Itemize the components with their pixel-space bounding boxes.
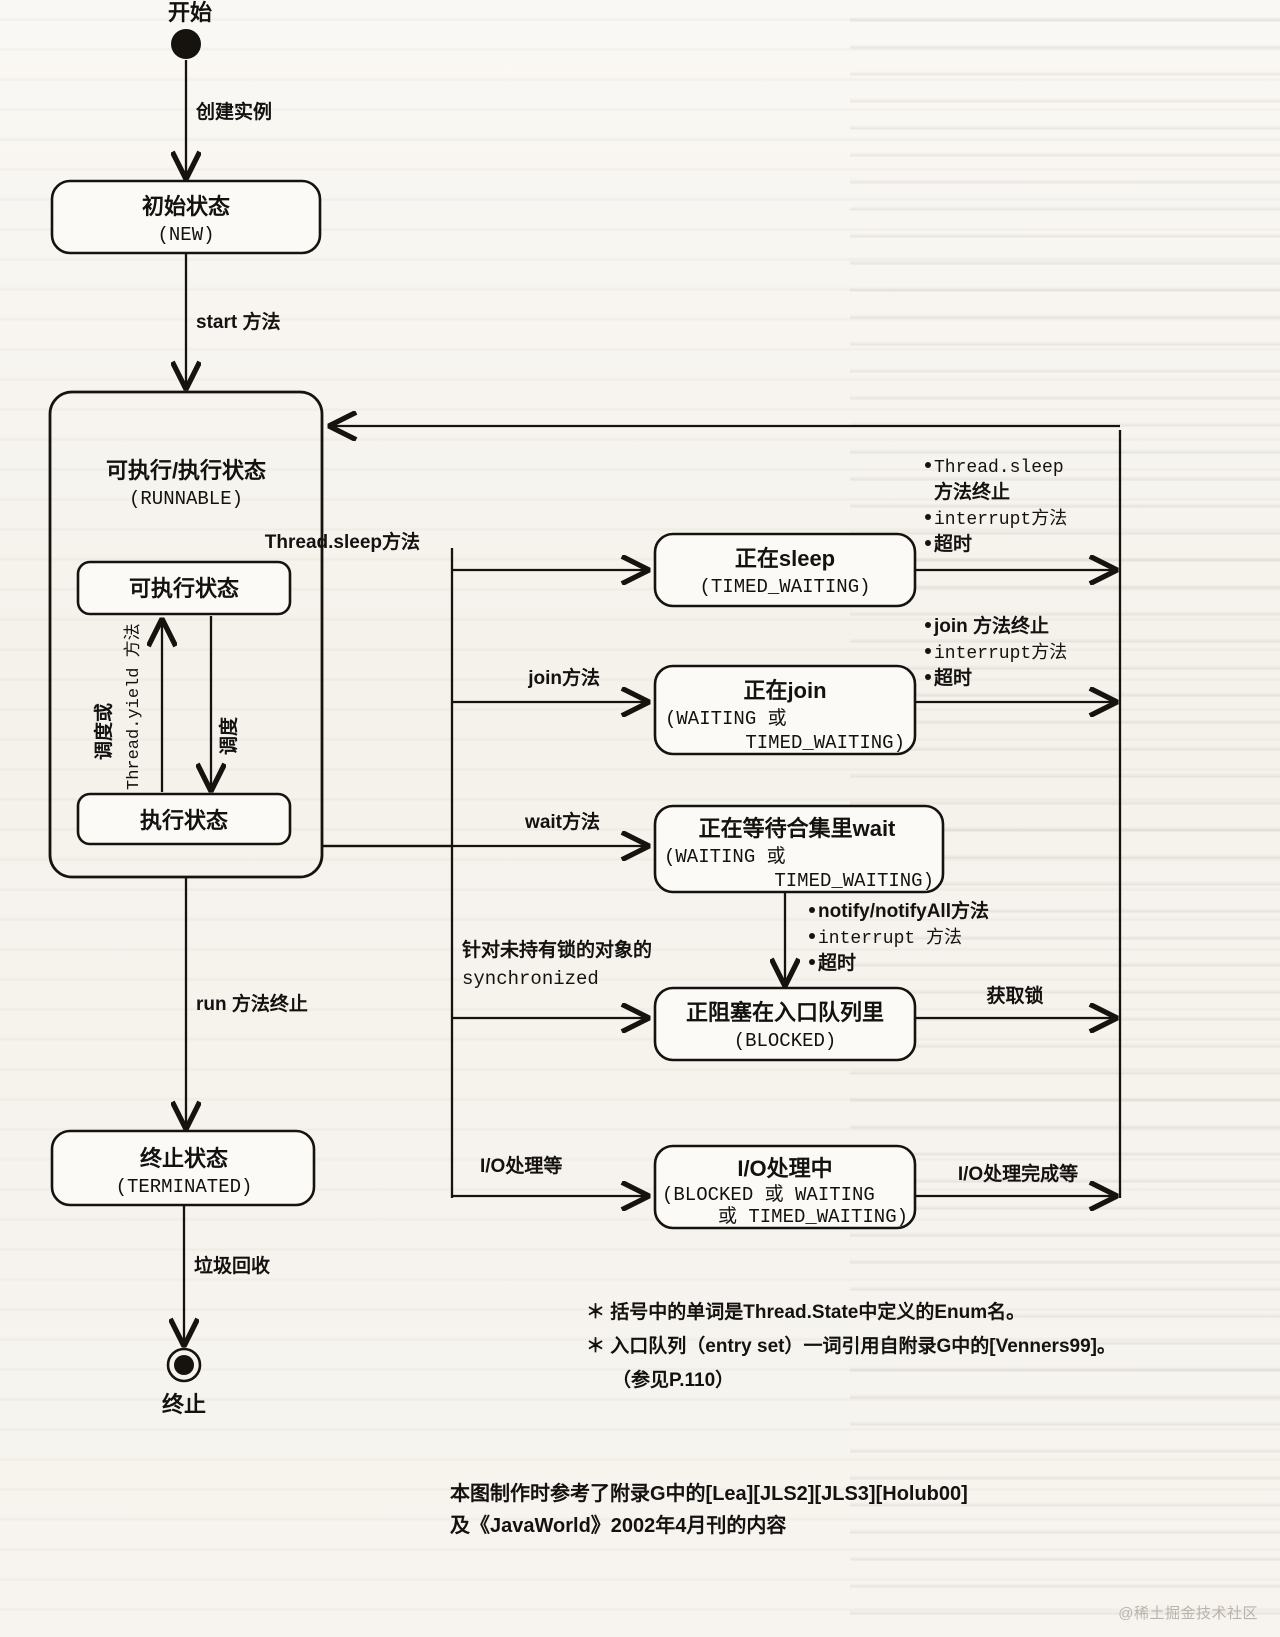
bullet-sleep-0b: 方法终止 bbox=[934, 480, 1010, 503]
edge-label-synchronized-2: synchronized bbox=[462, 968, 599, 990]
bullets-from-join: join 方法终止 interrupt方法 超时 bbox=[925, 614, 1067, 689]
edge-label-gc: 垃圾回收 bbox=[194, 1254, 270, 1277]
node-wait-title: 正在等待合集里wait bbox=[699, 816, 896, 841]
bullet-dot-icon bbox=[925, 514, 931, 520]
bullets-from-sleep: Thread.sleep 方法终止 interrupt方法 超时 bbox=[925, 458, 1067, 555]
bullet-dot-icon bbox=[925, 674, 931, 680]
edge-label-schedule: 调度 bbox=[217, 716, 240, 755]
edge-label-io-handling: I/O处理等 bbox=[480, 1154, 562, 1177]
end-label: 终止 bbox=[162, 1392, 206, 1417]
node-new-enum: (NEW) bbox=[157, 224, 214, 246]
node-wait-enum2: TIMED_WAITING) bbox=[774, 870, 934, 892]
bullet-join-2: 超时 bbox=[933, 666, 972, 689]
footnote-2: （参见P.110） bbox=[612, 1368, 734, 1391]
bullet-dot-icon bbox=[925, 462, 931, 468]
edge-label-run-terminate: run 方法终止 bbox=[196, 992, 308, 1015]
node-io-enum2: 或 TIMED_WAITING) bbox=[718, 1205, 908, 1228]
bullets-from-wait: notify/notifyAll方法 interrupt 方法 超时 bbox=[809, 899, 989, 974]
node-join-title: 正在join bbox=[743, 678, 826, 703]
bullet-dot-icon bbox=[925, 648, 931, 654]
end-node-ring bbox=[166, 1347, 202, 1383]
footnote-1: ＊ 入口队列（entry set）一词引用自附录G中的[Venners99]。 bbox=[586, 1334, 1116, 1357]
node-io-enum1: (BLOCKED 或 WAITING bbox=[662, 1183, 875, 1206]
node-blocked-title: 正阻塞在入口队列里 bbox=[686, 1000, 884, 1025]
start-node-icon bbox=[171, 29, 201, 59]
bullet-sleep-1: interrupt方法 bbox=[934, 508, 1067, 530]
node-runnable-inner-title: 可执行状态 bbox=[129, 576, 239, 601]
node-join: 正在join (WAITING 或 TIMED_WAITING) bbox=[653, 664, 917, 756]
node-join-enum1: (WAITING 或 bbox=[665, 707, 787, 730]
node-runnable-title: 可执行/执行状态 bbox=[106, 458, 266, 483]
edge-label-thread-sleep-method: Thread.sleep方法 bbox=[265, 530, 420, 553]
credit-1: 及《JavaWorld》2002年4月刊的内容 bbox=[450, 1513, 786, 1537]
footnote-0: ＊ 括号中的单词是Thread.State中定义的Enum名。 bbox=[586, 1300, 1025, 1323]
edge-label-start-method: start 方法 bbox=[196, 310, 280, 333]
node-runnable-inner: 可执行状态 bbox=[76, 560, 292, 616]
node-io: I/O处理中 (BLOCKED 或 WAITING 或 TIMED_WAITIN… bbox=[653, 1144, 917, 1230]
end-node-icon bbox=[174, 1355, 194, 1375]
watermark: @稀土掘金技术社区 bbox=[1118, 1605, 1258, 1622]
node-terminated-title: 终止状态 bbox=[140, 1146, 228, 1171]
bullet-dot-icon bbox=[809, 959, 815, 965]
edge-label-wait-method: wait方法 bbox=[524, 810, 600, 833]
edge-label-io-done: I/O处理完成等 bbox=[958, 1162, 1078, 1185]
edge-label-schedule-or: 调度或 bbox=[92, 703, 115, 760]
node-sleep-enum: (TIMED_WAITING) bbox=[699, 576, 870, 598]
node-runnable-enum: (RUNNABLE) bbox=[129, 488, 243, 510]
node-new: 初始状态 (NEW) bbox=[50, 179, 322, 255]
node-sleep-title: 正在sleep bbox=[735, 546, 835, 571]
bullet-wait-1: interrupt 方法 bbox=[818, 927, 962, 949]
edge-label-create-instance: 创建实例 bbox=[195, 100, 272, 123]
node-join-enum2: TIMED_WAITING) bbox=[745, 732, 905, 754]
node-running-inner: 执行状态 bbox=[76, 792, 292, 846]
node-blocked-enum: (BLOCKED) bbox=[734, 1030, 837, 1052]
bullet-wait-2: 超时 bbox=[817, 951, 856, 974]
bullet-dot-icon bbox=[809, 933, 815, 939]
credit-0: 本图制作时参考了附录G中的[Lea][JLS2][JLS3][Holub00] bbox=[450, 1481, 968, 1505]
node-wait-enum1: (WAITING 或 bbox=[664, 845, 786, 868]
edge-label-join-method: join方法 bbox=[527, 666, 600, 689]
node-terminated-enum: (TERMINATED) bbox=[116, 1176, 253, 1198]
bullet-dot-icon bbox=[809, 907, 815, 913]
bullet-dot-icon bbox=[925, 622, 931, 628]
bullet-wait-0: notify/notifyAll方法 bbox=[818, 899, 989, 922]
node-sleep: 正在sleep (TIMED_WAITING) bbox=[653, 532, 917, 608]
node-terminated: 终止状态 (TERMINATED) bbox=[50, 1129, 316, 1207]
node-new-title: 初始状态 bbox=[142, 194, 230, 219]
edge-label-acquire-lock: 获取锁 bbox=[986, 984, 1043, 1007]
bullet-sleep-2: 超时 bbox=[933, 532, 972, 555]
start-label: 开始 bbox=[168, 0, 212, 25]
bullet-join-0: join 方法终止 bbox=[933, 614, 1049, 637]
bullet-join-1: interrupt方法 bbox=[934, 642, 1067, 664]
node-wait: 正在等待合集里wait (WAITING 或 TIMED_WAITING) bbox=[653, 804, 945, 894]
edge-label-thread-yield: Thread.yield 方法 bbox=[123, 623, 144, 790]
node-running-inner-title: 执行状态 bbox=[140, 808, 228, 833]
bullet-sleep-0: Thread.sleep bbox=[934, 458, 1064, 478]
node-io-title: I/O处理中 bbox=[737, 1156, 832, 1181]
node-blocked: 正阻塞在入口队列里 (BLOCKED) bbox=[653, 986, 917, 1062]
edge-label-synchronized-1: 针对未持有锁的对象的 bbox=[462, 938, 652, 961]
bullet-dot-icon bbox=[925, 540, 931, 546]
